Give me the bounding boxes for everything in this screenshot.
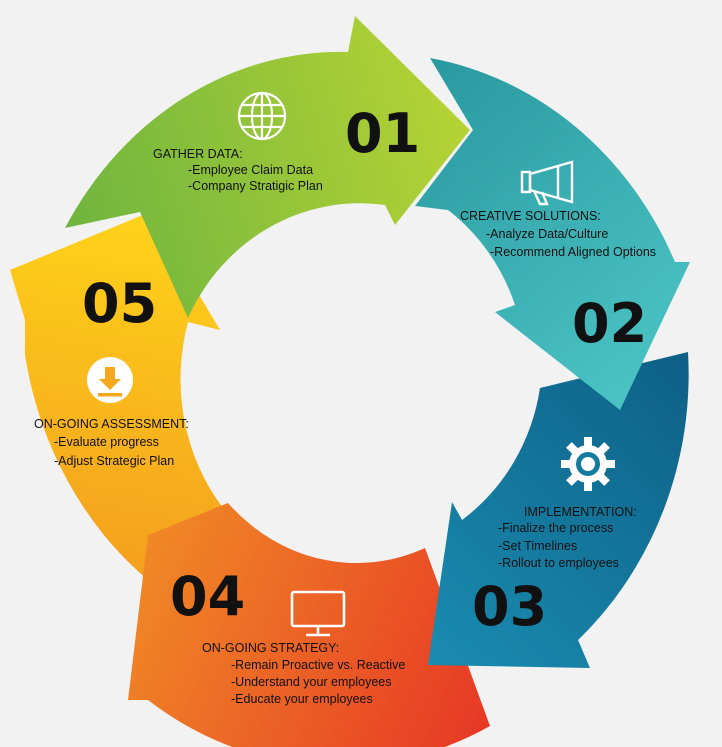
stage-03-arrow xyxy=(428,352,689,668)
stage-04-number: 04 xyxy=(170,565,245,628)
stage-03-title: IMPLEMENTATION: xyxy=(524,505,637,519)
stage-01-item-1: -Employee Claim Data xyxy=(188,163,313,177)
stage-01-arrow xyxy=(65,16,470,318)
stage-03-number: 03 xyxy=(472,575,547,638)
stage-02-item-1: -Analyze Data/Culture xyxy=(486,227,608,241)
stage-04-item-1: -Remain Proactive vs. Reactive xyxy=(231,658,405,672)
stage-03-item-2: -Set Timelines xyxy=(498,539,577,553)
stage-05-item-2: -Adjust Strategic Plan xyxy=(54,454,174,468)
stage-02-segment xyxy=(415,58,690,410)
stage-02-number: 02 xyxy=(572,292,647,355)
stage-04-item-2: -Understand your employees xyxy=(231,675,392,689)
stage-03-item-3: -Rollout to employees xyxy=(498,556,619,570)
stage-01-title: GATHER DATA: xyxy=(153,147,243,161)
globe-icon xyxy=(237,91,287,141)
download-icon xyxy=(87,357,133,403)
stage-04-item-3: -Educate your employees xyxy=(231,692,373,706)
stage-05-number: 05 xyxy=(82,272,157,335)
megaphone-icon xyxy=(520,160,574,206)
stage-02-title: CREATIVE SOLUTIONS: xyxy=(460,209,601,223)
stage-03-item-1: -Finalize the process xyxy=(498,521,613,535)
stage-02-arrow xyxy=(415,58,690,410)
stage-03-segment xyxy=(428,352,689,668)
stage-01-segment xyxy=(65,16,470,318)
stage-02-item-2: -Recommend Aligned Options xyxy=(490,245,656,259)
stage-04-title: ON-GOING STRATEGY: xyxy=(202,641,339,655)
stage-01-item-2: -Company Stratigic Plan xyxy=(188,179,323,193)
stage-01-number: 01 xyxy=(345,102,420,165)
stage-05-title: ON-GOING ASSESSMENT: xyxy=(34,417,189,431)
stage-05-item-1: -Evaluate progress xyxy=(54,435,159,449)
gear-icon xyxy=(561,437,615,491)
monitor-icon xyxy=(290,590,346,637)
